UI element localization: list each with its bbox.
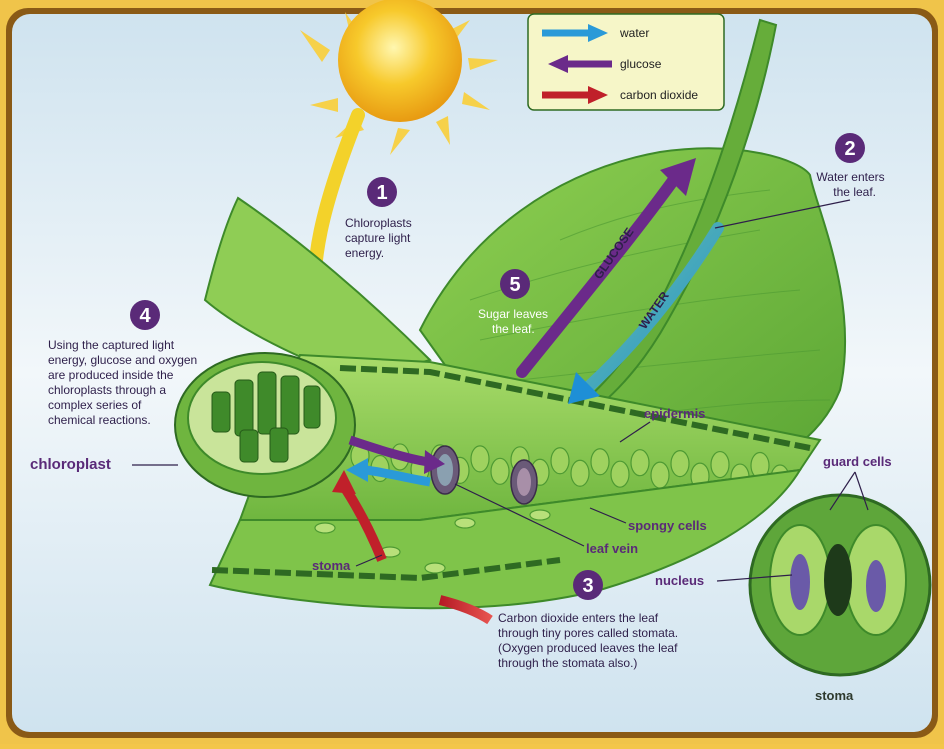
spongy-cell [711,452,729,478]
spongy-cell [651,462,669,488]
spongy-cell [551,448,569,474]
step-5-number: 5 [509,274,520,296]
step-4-number: 4 [139,305,151,327]
stoma-inset [750,495,930,675]
step-4-badge: 4 [130,300,160,330]
spongy-cell [631,450,649,476]
spongy-cells-label: spongy cells [628,518,707,533]
spongy-cell [491,458,509,484]
step-3-number: 3 [582,575,593,597]
step-2-number: 2 [844,138,855,160]
step-5-badge: 5 [500,269,530,299]
spongy-cell [591,449,609,475]
leaf-vein-label: leaf vein [586,541,638,556]
stoma-label: stoma [312,558,351,573]
legend-glucose-label: glucose [620,57,662,71]
spongy-cell [471,446,489,472]
spongy-cell [611,461,629,487]
step-1-badge: 1 [367,177,397,207]
chloroplast-label: chloroplast [30,456,111,473]
guard-cells-label: guard cells [823,454,892,469]
spongy-cell [571,460,589,486]
nucleus-label: nucleus [655,573,704,588]
chloroplast-illustration [175,353,355,497]
legend-co2-label: carbon dioxide [620,88,698,102]
step-3-badge: 3 [573,570,603,600]
legend: water glucose carbon dioxide [528,14,724,110]
step-1-number: 1 [376,182,387,204]
epidermis-label: epidermis [644,406,705,421]
guard-cell-nucleus [790,554,810,610]
spongy-cell [671,451,689,477]
legend-water-label: water [619,26,649,40]
stoma-inset-label: stoma [815,688,854,703]
step-2-badge: 2 [835,133,865,163]
